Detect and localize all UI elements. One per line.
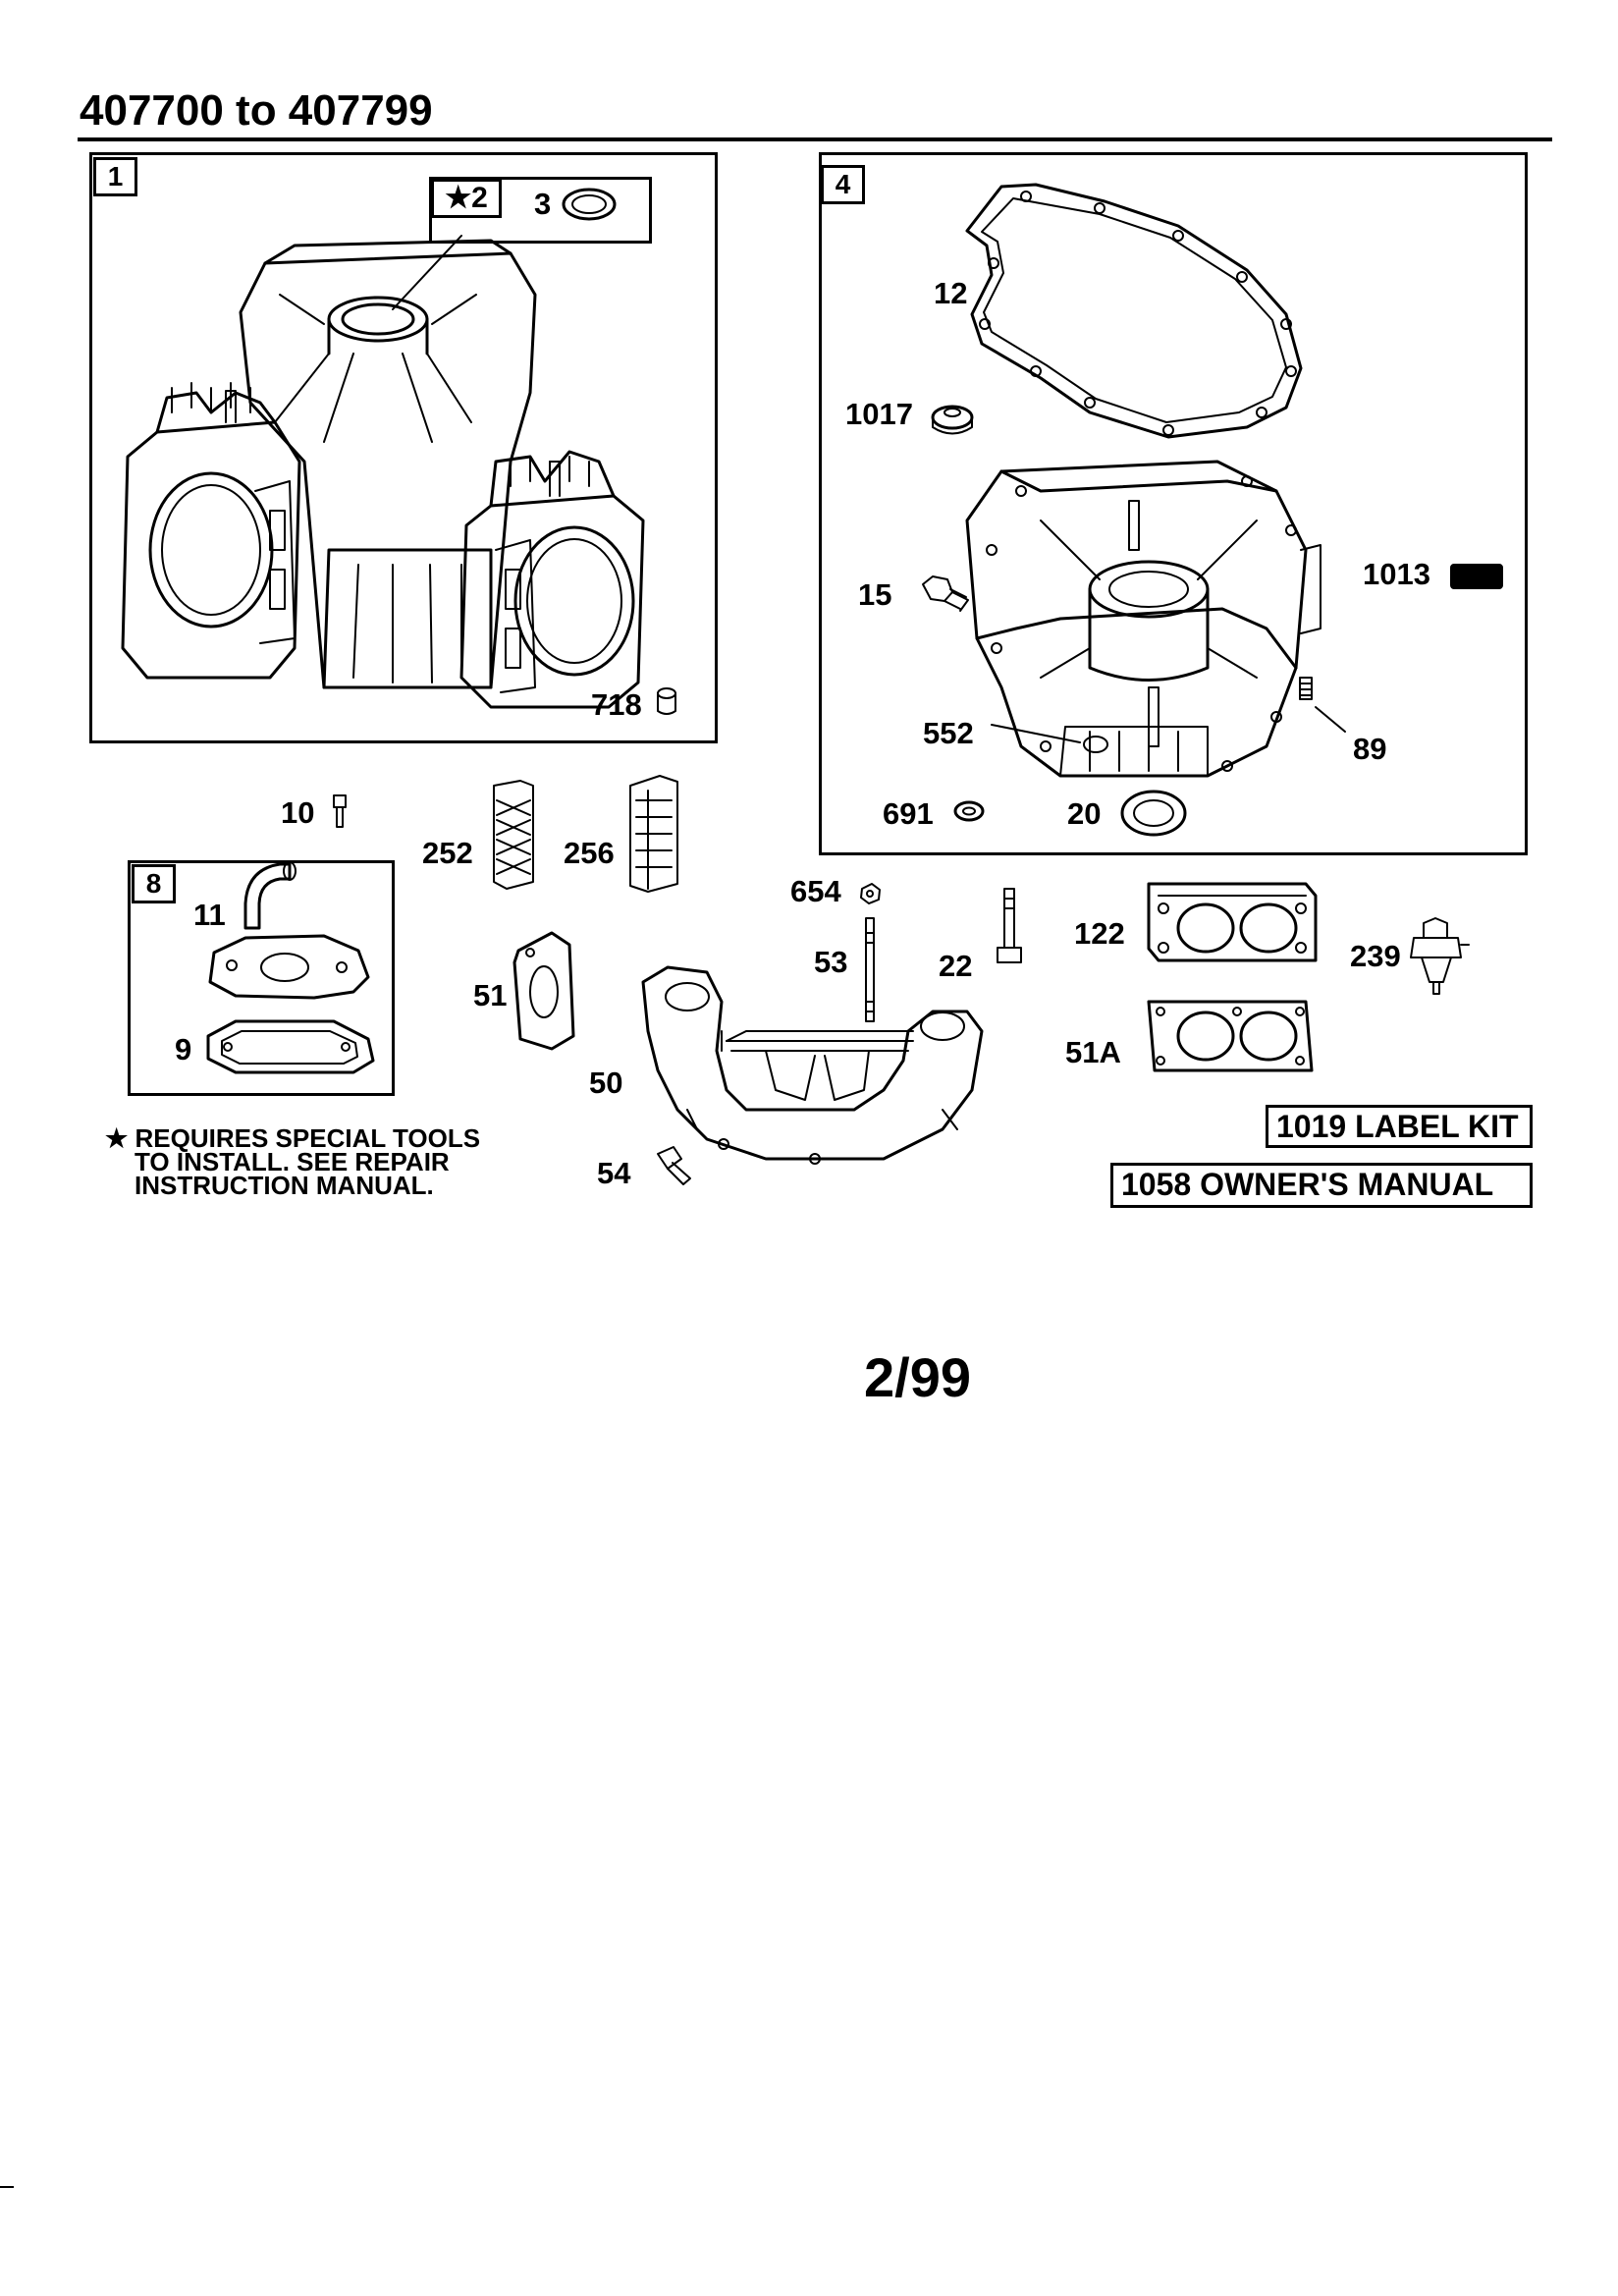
stud-53-icon bbox=[865, 917, 875, 1022]
part-label-239: 239 bbox=[1350, 939, 1401, 973]
part-label-51: 51 bbox=[473, 978, 508, 1012]
part-label-12: 12 bbox=[934, 276, 968, 310]
page-code: 2/99 bbox=[864, 1346, 971, 1408]
part-label-20: 20 bbox=[1067, 796, 1102, 831]
note-line-3: INSTRUCTION MANUAL. bbox=[135, 1171, 434, 1200]
panel-1-tag: 1 bbox=[93, 157, 137, 196]
part-label-50: 50 bbox=[589, 1066, 623, 1100]
oil-seal-icon bbox=[931, 405, 974, 435]
carb-spacer-122-icon bbox=[1147, 882, 1318, 962]
part-label-654: 654 bbox=[790, 874, 841, 908]
part-label-718: 718 bbox=[591, 687, 642, 722]
part-label-53: 53 bbox=[814, 945, 848, 979]
sensor-239-icon bbox=[1410, 917, 1470, 995]
seal-ring-icon bbox=[562, 188, 617, 221]
dowel-pin-icon bbox=[657, 692, 676, 715]
gasket-51a-icon bbox=[1147, 1000, 1314, 1072]
gasket-51-icon bbox=[512, 931, 575, 1051]
drain-plug-icon bbox=[922, 575, 969, 612]
owners-manual-box: 1058 OWNER'S MANUAL bbox=[1110, 1163, 1533, 1208]
panel-short-block bbox=[89, 152, 718, 743]
filter-256-icon bbox=[629, 775, 678, 893]
part-label-54: 54 bbox=[597, 1156, 631, 1190]
part-label-691: 691 bbox=[883, 796, 934, 831]
kit-2-tag: ★2 bbox=[431, 179, 502, 218]
breather-gasket-icon bbox=[206, 1019, 375, 1074]
part-label-1017: 1017 bbox=[845, 397, 913, 431]
part-label-10: 10 bbox=[281, 795, 315, 830]
panel-sump bbox=[819, 152, 1528, 855]
note-line-1: ★ REQUIRES SPECIAL TOOLS bbox=[105, 1123, 481, 1153]
bolt-10-icon bbox=[333, 794, 347, 828]
part-label-256: 256 bbox=[564, 836, 615, 870]
panel-8-tag: 8 bbox=[132, 864, 176, 903]
exhaust-manifold-drawing bbox=[641, 965, 984, 1165]
washer-icon bbox=[953, 800, 985, 822]
part-label-22: 22 bbox=[939, 949, 973, 983]
label-kit-box: 1019 LABEL KIT bbox=[1266, 1105, 1533, 1148]
bolt-54-icon bbox=[657, 1146, 691, 1185]
special-tools-note: ★ REQUIRES SPECIAL TOOLS TO INSTALL. SEE… bbox=[105, 1123, 481, 1200]
sump-gasket-drawing bbox=[965, 183, 1303, 439]
engine-block-drawing bbox=[121, 235, 645, 709]
margin-tick bbox=[0, 2186, 14, 2188]
part-label-9: 9 bbox=[175, 1032, 192, 1066]
bolt-22-icon bbox=[997, 888, 1022, 963]
part-label-252: 252 bbox=[422, 836, 473, 870]
panel-4-tag: 4 bbox=[821, 165, 865, 204]
filter-252-icon bbox=[493, 780, 534, 890]
panel-breather bbox=[128, 860, 395, 1096]
title-rule bbox=[78, 137, 1552, 141]
part-1013-icon bbox=[1450, 564, 1503, 589]
part-label-552: 552 bbox=[923, 716, 974, 750]
note-line-2: TO INSTALL. SEE REPAIR bbox=[135, 1147, 450, 1176]
part-label-89: 89 bbox=[1353, 732, 1387, 766]
nut-654-icon bbox=[860, 883, 881, 904]
part-label-11: 11 bbox=[193, 898, 226, 932]
part-label-122: 122 bbox=[1074, 916, 1125, 951]
part-label-51a: 51A bbox=[1065, 1035, 1121, 1069]
plug-552-icon bbox=[1083, 736, 1108, 753]
breather-body-icon bbox=[208, 934, 370, 1000]
part-label-15: 15 bbox=[858, 577, 892, 612]
pipe-plug-icon bbox=[1299, 677, 1346, 733]
part-label-1013: 1013 bbox=[1363, 557, 1430, 591]
crank-seal-icon bbox=[1120, 790, 1187, 837]
part-label-3: 3 bbox=[534, 187, 552, 221]
kit-box-2 bbox=[429, 177, 652, 244]
page-title: 407700 to 407799 bbox=[80, 86, 433, 135]
